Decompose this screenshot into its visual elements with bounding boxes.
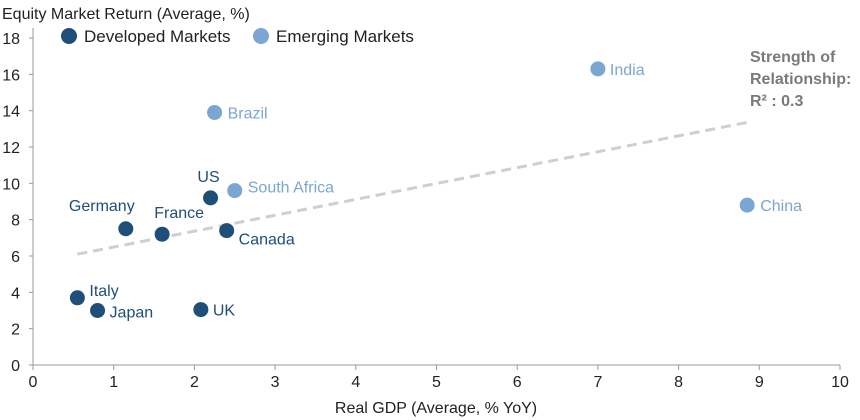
point-label-italy: Italy: [89, 283, 118, 300]
point-label-germany: Germany: [69, 198, 135, 215]
point-label-south-africa: South Africa: [248, 180, 334, 197]
y-tick-label: 12: [2, 140, 20, 157]
point-label-canada: Canada: [239, 232, 295, 249]
y-tick-label: 4: [11, 285, 20, 302]
x-tick-label: 1: [109, 374, 118, 391]
r-squared-annotation: Strength of Relationship: R² : 0.3: [750, 49, 851, 110]
y-axis-title: Equity Market Return (Average, %): [2, 6, 250, 23]
annotation-line-3: R² : 0.3: [750, 93, 803, 110]
point-label-france: France: [154, 205, 204, 222]
legend-emerging-label: Emerging Markets: [276, 27, 414, 46]
point-label-uk: UK: [213, 303, 236, 320]
x-tick-label: 8: [674, 374, 683, 391]
annotation-line-1: Strength of: [750, 49, 836, 66]
point-label-us: US: [197, 169, 219, 186]
trendline: [77, 120, 752, 256]
x-tick-label: 10: [831, 374, 849, 391]
point-germany: [118, 221, 134, 237]
y-tick-label: 2: [11, 322, 20, 339]
x-tick-label: 5: [432, 374, 441, 391]
y-tick-label: 6: [11, 249, 20, 266]
y-tick-label: 8: [11, 213, 20, 230]
legend-emerging-marker: [253, 28, 269, 44]
y-tick-label: 10: [2, 176, 20, 193]
x-tick-label: 6: [513, 374, 522, 391]
x-tick-label: 3: [271, 374, 280, 391]
x-tick-label: 2: [190, 374, 199, 391]
x-axis-ticks: 0 1 2 3 4 5 6 7 8 9 10: [29, 365, 849, 391]
x-tick-label: 9: [755, 374, 764, 391]
point-label-brazil: Brazil: [228, 105, 268, 122]
x-axis-title: Real GDP (Average, % YoY): [335, 400, 537, 417]
x-tick-label: 4: [351, 374, 360, 391]
x-tick-label: 0: [29, 374, 38, 391]
point-france: [154, 226, 170, 242]
legend-developed-marker: [61, 28, 77, 44]
legend: Developed Markets Emerging Markets: [61, 27, 414, 46]
point-label-india: India: [610, 62, 645, 79]
x-tick-label: 7: [593, 374, 602, 391]
y-tick-label: 14: [2, 104, 20, 121]
point-japan: [90, 303, 106, 318]
point-italy: [69, 290, 85, 306]
y-tick-label: 16: [2, 67, 20, 84]
point-canada: [219, 223, 235, 239]
point-china: [739, 197, 755, 213]
point-brazil: [207, 104, 223, 120]
point-us: [203, 190, 219, 206]
legend-developed-label: Developed Markets: [84, 27, 230, 46]
point-label-china: China: [760, 198, 802, 215]
point-label-japan: Japan: [110, 305, 154, 322]
point-india: [590, 61, 606, 77]
y-axis-ticks: 0 2 4 6 8 10 12 14 16 18: [2, 31, 33, 375]
y-tick-label: 0: [11, 358, 20, 375]
annotation-line-2: Relationship:: [750, 71, 851, 88]
point-south-africa: [227, 183, 243, 199]
y-tick-label: 18: [2, 31, 20, 48]
point-uk: [193, 302, 209, 318]
